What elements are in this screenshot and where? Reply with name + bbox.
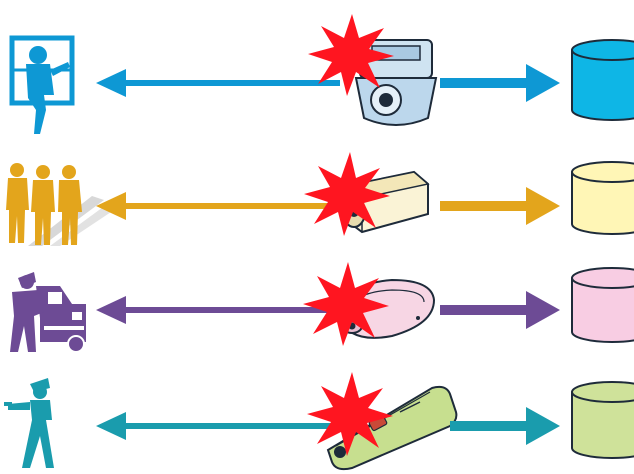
arrow-to-scene-1 <box>96 69 340 97</box>
car-break-in-icon <box>10 272 86 352</box>
arrow-to-scene-4 <box>96 412 340 440</box>
arrow-to-storage-2 <box>440 187 560 225</box>
armed-person-icon <box>4 378 54 468</box>
database-cylinder-icon <box>572 40 634 120</box>
row-3 <box>10 262 634 352</box>
arrow-to-scene-2 <box>96 192 340 220</box>
database-cylinder-icon <box>572 268 634 342</box>
arrow-to-storage-1 <box>440 64 560 102</box>
arrow-to-storage-3 <box>440 291 560 329</box>
row-1 <box>12 14 634 134</box>
arrow-to-storage-4 <box>450 407 560 445</box>
row-2 <box>6 152 634 246</box>
burglar-window-icon <box>12 38 72 134</box>
row-4 <box>4 372 634 469</box>
database-cylinder-icon <box>572 382 634 458</box>
arrow-to-scene-3 <box>96 296 340 324</box>
database-cylinder-icon <box>572 162 634 234</box>
